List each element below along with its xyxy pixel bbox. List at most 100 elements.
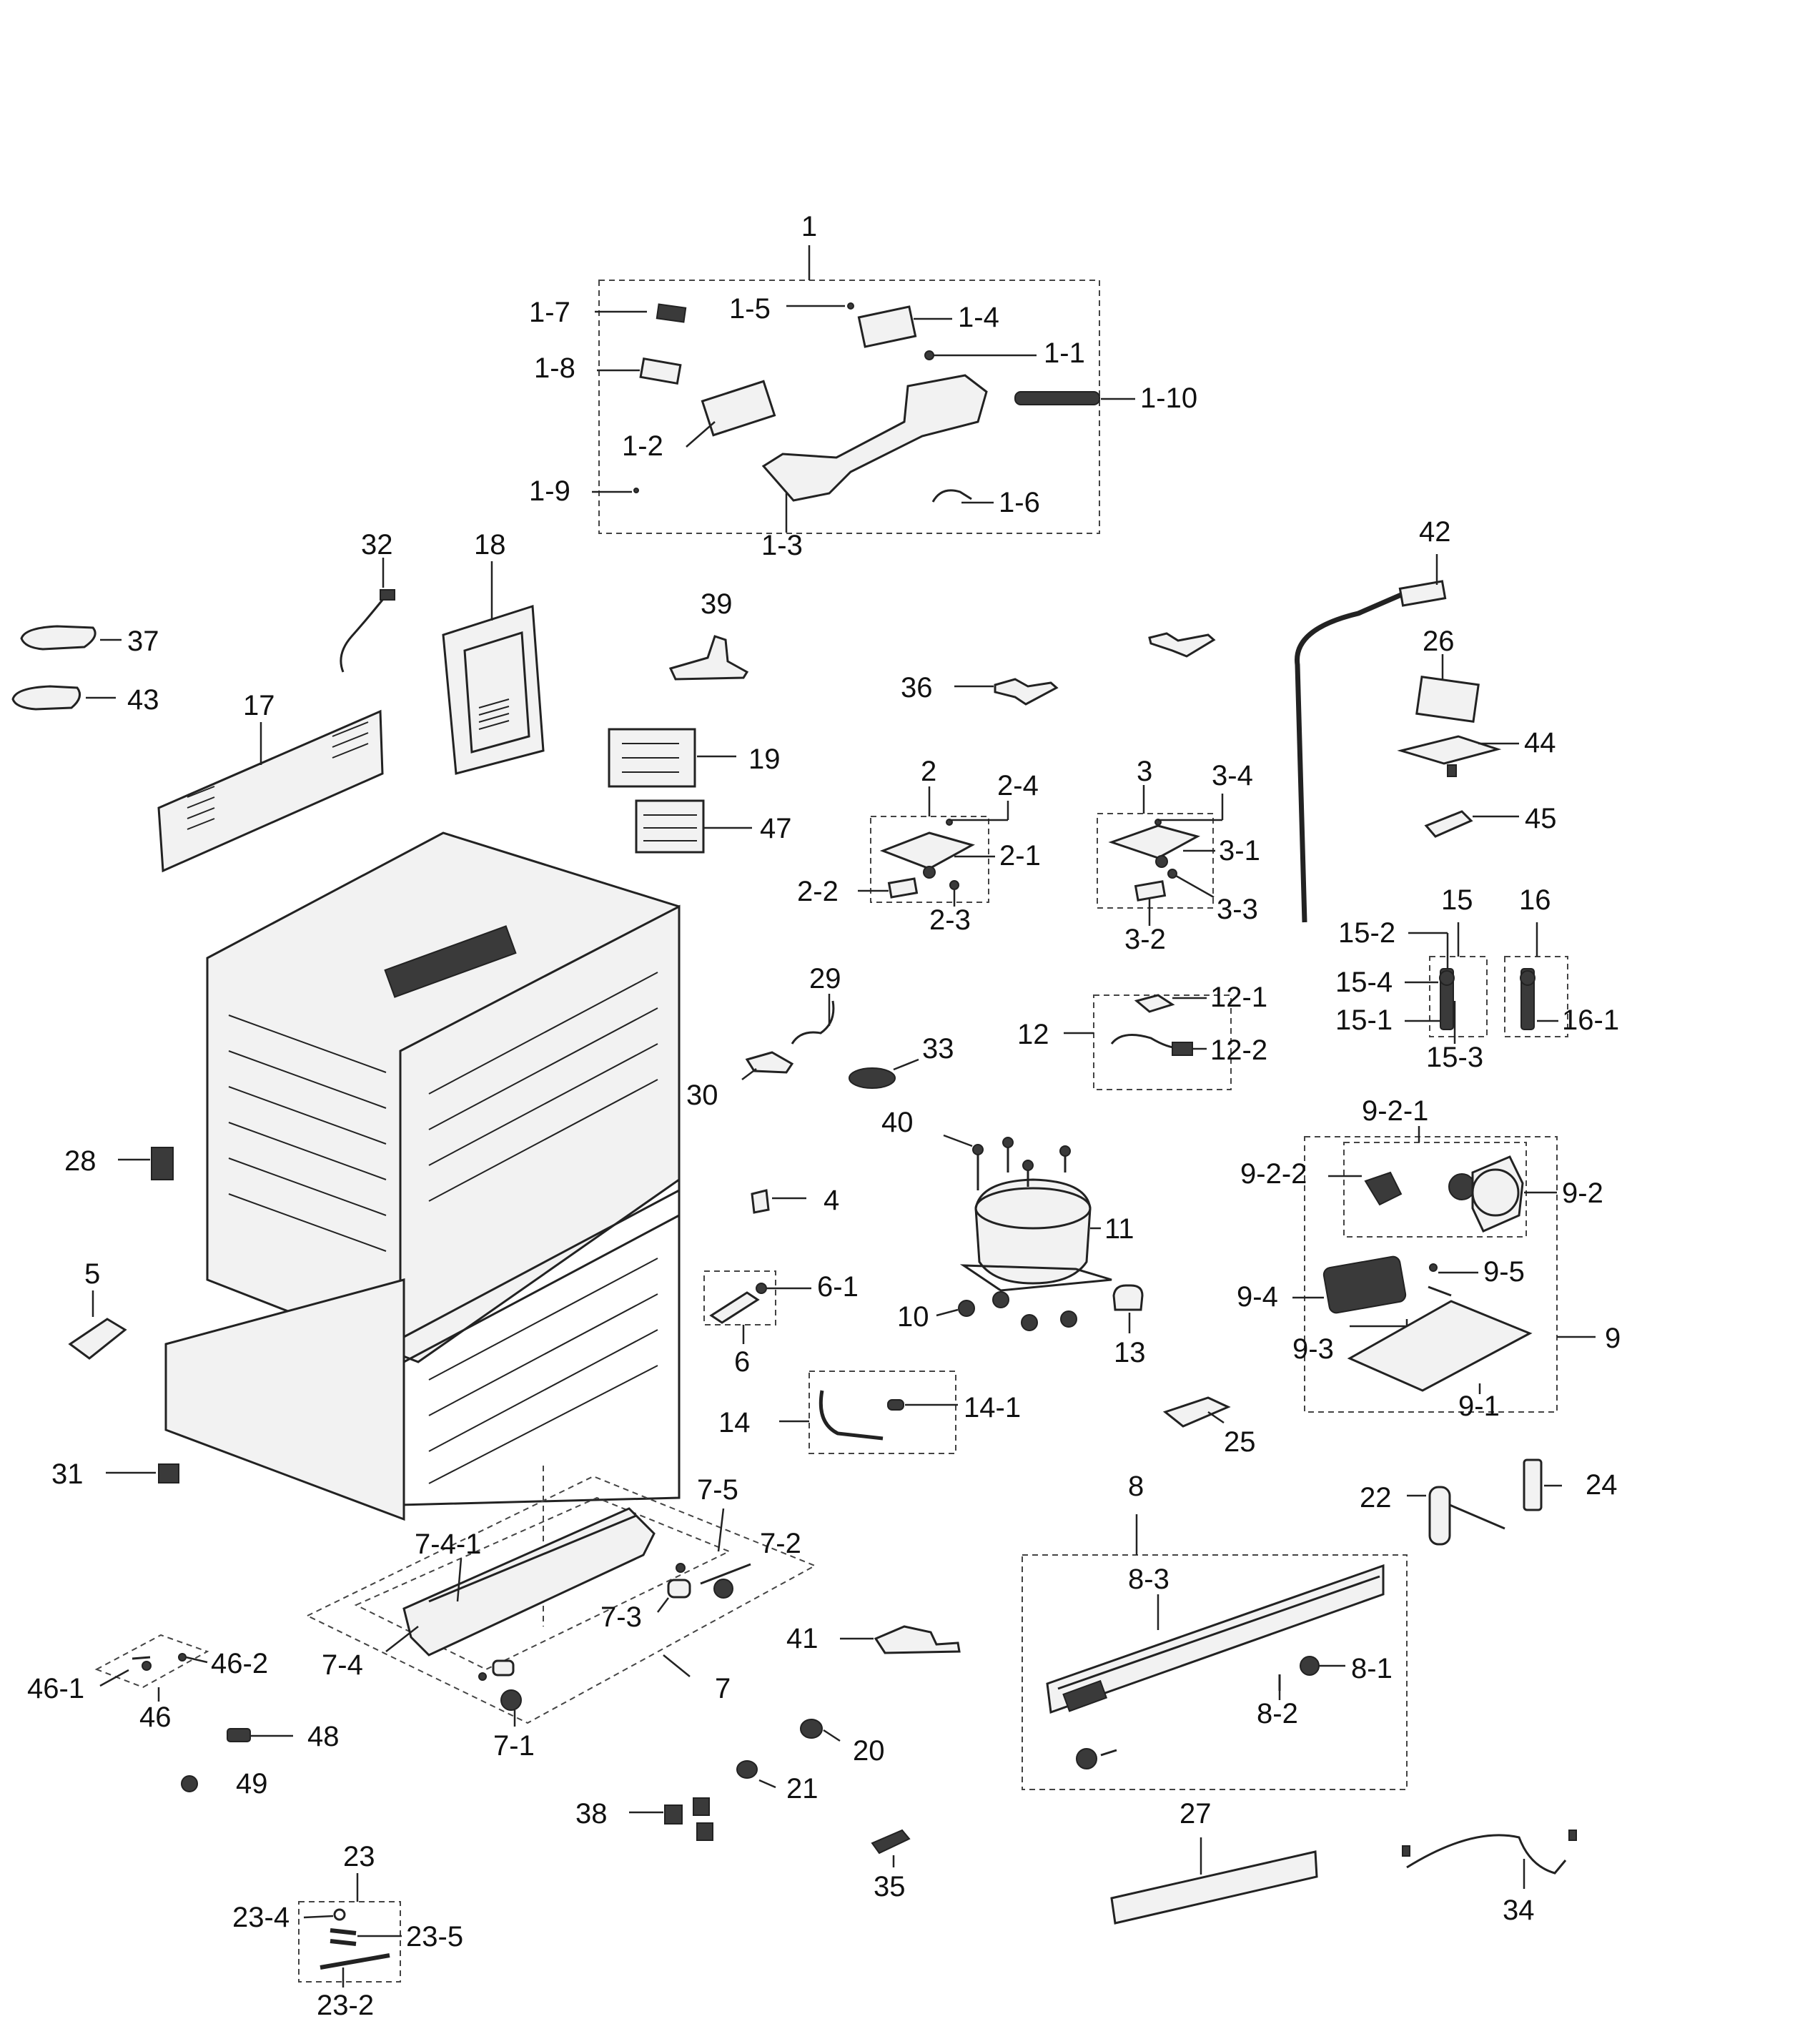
part-1-9[interactable]: [633, 488, 639, 493]
label-16-1: 16-1: [1562, 1004, 1619, 1036]
part-12-1[interactable]: [1134, 994, 1175, 1013]
part-8-1[interactable]: [1300, 1656, 1320, 1676]
part-35[interactable]: 35: [871, 1829, 911, 1902]
part-8-3[interactable]: [1046, 1564, 1385, 1714]
part-2-1[interactable]: [879, 831, 975, 870]
part-2-2[interactable]: [887, 877, 919, 899]
bracket-unlabeled[interactable]: [1148, 632, 1216, 658]
part-48[interactable]: 48: [227, 1721, 340, 1752]
part-15-4[interactable]: [1439, 970, 1455, 986]
assembly-14: 14 14-1: [718, 1371, 1021, 1454]
part-49[interactable]: 49: [181, 1768, 268, 1799]
part-47[interactable]: 47: [635, 799, 792, 854]
label-15-4: 15-4: [1335, 967, 1393, 998]
part-17[interactable]: 17: [157, 690, 384, 873]
part-41[interactable]: 41: [786, 1623, 961, 1654]
part-3-2[interactable]: [1134, 880, 1167, 902]
part-25[interactable]: 25: [1162, 1396, 1256, 1458]
label-15-2: 15-2: [1338, 917, 1395, 949]
label-8-3: 8-3: [1128, 1564, 1169, 1595]
part-9-2-fan-hub[interactable]: [1448, 1173, 1475, 1200]
part-23-2[interactable]: [320, 1953, 390, 1970]
refrigerator-cabinet[interactable]: [164, 831, 681, 1521]
part-38[interactable]: 38: [575, 1797, 713, 1841]
part-7-1[interactable]: [500, 1689, 522, 1711]
part-26[interactable]: 26: [1415, 626, 1480, 724]
part-43[interactable]: 43: [11, 684, 159, 716]
label-9: 9: [1605, 1323, 1621, 1354]
part-22[interactable]: 22: [1360, 1482, 1505, 1546]
part-14-1[interactable]: [887, 1399, 904, 1411]
part-18[interactable]: 18: [442, 529, 545, 775]
part-3-1[interactable]: [1108, 824, 1200, 859]
part-14-body[interactable]: [819, 1390, 884, 1441]
label-40: 40: [881, 1107, 914, 1138]
label-3-4: 3-4: [1212, 760, 1253, 791]
part-39[interactable]: 39: [668, 588, 749, 681]
label-6: 6: [734, 1346, 750, 1378]
label-2-2: 2-2: [797, 876, 839, 907]
part-45[interactable]: 45: [1424, 803, 1557, 838]
part-32[interactable]: 32: [340, 529, 395, 673]
part-29[interactable]: 29: [791, 963, 841, 1045]
part-21[interactable]: 21: [736, 1760, 819, 1804]
part-34[interactable]: 34: [1402, 1830, 1577, 1926]
part-7-2[interactable]: [713, 1579, 733, 1599]
label-1-7: 1-7: [529, 297, 570, 328]
part-40[interactable]: 40: [881, 1107, 1071, 1190]
part-31[interactable]: 31: [51, 1458, 179, 1490]
label-39: 39: [701, 588, 733, 620]
part-1-10[interactable]: [1014, 391, 1100, 405]
part-9-1[interactable]: [1347, 1300, 1533, 1392]
part-1-8[interactable]: [639, 357, 682, 385]
part-9-2-2[interactable]: [1364, 1171, 1403, 1206]
part-24[interactable]: 24: [1523, 1458, 1618, 1511]
part-23-5[interactable]: [330, 1928, 357, 1946]
part-46-1[interactable]: [142, 1661, 152, 1671]
part-27[interactable]: 27: [1110, 1798, 1318, 1925]
label-1-8: 1-8: [534, 352, 575, 384]
part-7-5[interactable]: [676, 1563, 686, 1573]
label-25: 25: [1224, 1426, 1256, 1458]
part-46-2[interactable]: [178, 1653, 187, 1662]
label-15-1: 15-1: [1335, 1004, 1393, 1036]
part-10[interactable]: 10: [897, 1291, 1077, 1333]
label-9-2: 9-2: [1562, 1177, 1603, 1209]
part-3-3[interactable]: [1167, 869, 1177, 879]
part-23-4[interactable]: [333, 1908, 346, 1921]
part-9-4[interactable]: [1322, 1255, 1407, 1314]
part-1-3[interactable]: [761, 374, 988, 502]
label-3-2: 3-2: [1124, 924, 1166, 955]
part-33[interactable]: 33: [849, 1033, 954, 1089]
part-36[interactable]: 36: [901, 672, 1059, 706]
part-1-5[interactable]: [847, 302, 854, 310]
part-1-4[interactable]: [857, 305, 917, 348]
label-31: 31: [51, 1458, 84, 1490]
part-5[interactable]: 5: [68, 1258, 127, 1360]
part-37[interactable]: 37: [20, 625, 159, 657]
part-9-2[interactable]: [1471, 1155, 1524, 1233]
part-9-5[interactable]: [1429, 1263, 1438, 1272]
part-13[interactable]: 13: [1112, 1284, 1146, 1368]
part-11[interactable]: 11: [959, 1178, 1134, 1292]
part-4[interactable]: 4: [751, 1185, 839, 1216]
part-28[interactable]: 28: [64, 1145, 174, 1180]
part-1-6[interactable]: [931, 489, 972, 503]
part-1-2[interactable]: [701, 380, 776, 437]
part-44[interactable]: 44: [1397, 727, 1556, 777]
part-20[interactable]: 20: [800, 1719, 885, 1767]
part-6-body[interactable]: [709, 1291, 760, 1324]
label-32: 32: [361, 529, 393, 561]
part-1-7[interactable]: [656, 303, 687, 323]
part-42[interactable]: 42: [1295, 516, 1451, 923]
label-8-2: 8-2: [1257, 1698, 1298, 1729]
part-1-1[interactable]: [924, 350, 934, 360]
label-23-4: 23-4: [232, 1902, 290, 1933]
label-34: 34: [1503, 1895, 1535, 1926]
part-7-4-1[interactable]: [402, 1507, 656, 1657]
part-19[interactable]: 19: [608, 728, 781, 788]
part-2-3[interactable]: [949, 880, 959, 890]
part-6-1[interactable]: [756, 1283, 767, 1294]
part-7-3[interactable]: [667, 1579, 691, 1599]
part-30[interactable]: 30: [686, 1051, 794, 1111]
